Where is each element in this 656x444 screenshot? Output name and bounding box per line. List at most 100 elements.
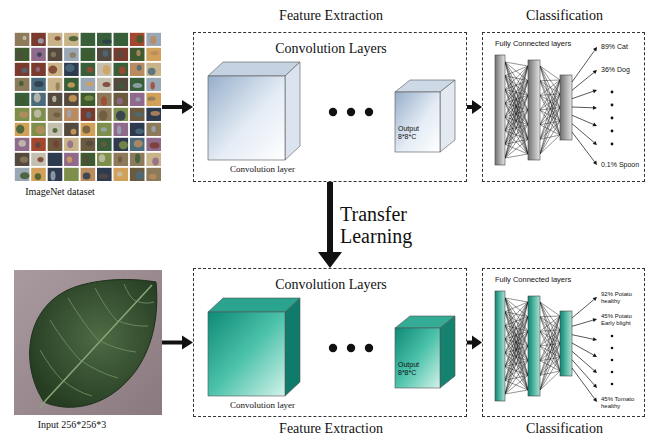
thumbnail-subject	[118, 156, 122, 162]
vertical-dot	[611, 91, 614, 94]
thumbnail	[97, 93, 112, 106]
thumbnail	[81, 78, 96, 91]
output-arrow	[572, 73, 594, 91]
fc-link	[505, 66, 528, 103]
arrowhead	[472, 336, 482, 350]
thumbnail-subject	[20, 156, 28, 162]
thumbnail	[15, 123, 30, 136]
arrowhead	[318, 252, 342, 268]
class-score: 89% Cat	[601, 43, 643, 51]
thumbnail-subject	[134, 112, 143, 116]
fc-link	[540, 316, 560, 390]
fully-connected-net	[495, 47, 597, 165]
output-arrow	[572, 115, 593, 124]
thumbnail	[97, 108, 112, 121]
thumbnail	[97, 123, 112, 136]
thumbnail-subject	[135, 153, 140, 163]
fc-link	[540, 135, 560, 139]
thumbnail-subject	[48, 65, 57, 73]
vertical-dot	[611, 130, 614, 133]
thumbnail-subject	[65, 64, 74, 72]
arrowhead	[182, 336, 193, 350]
thumbnail	[81, 33, 96, 46]
thumbnail	[146, 108, 161, 121]
thumbnail-ground	[14, 32, 162, 182]
fc-link	[540, 66, 560, 121]
thumbnail-subject	[51, 156, 55, 162]
flow-arrow	[162, 100, 193, 114]
thumbnail-subject	[68, 82, 75, 87]
fc-link	[540, 330, 560, 390]
fc-link	[505, 81, 528, 158]
thumbnail	[81, 153, 96, 166]
thumbnail-subject	[21, 68, 27, 73]
fc-link	[540, 108, 560, 155]
thumbnail-subject	[119, 66, 126, 74]
leaf-vein	[124, 284, 134, 300]
thumbnail-subject	[19, 81, 24, 86]
box-heading: Fully Connected layers	[495, 40, 595, 48]
thumbnail	[146, 168, 161, 181]
leaf-vein	[62, 380, 92, 396]
fc-link	[505, 298, 528, 302]
thumbnail	[64, 138, 79, 151]
thumbnail-subject	[72, 171, 77, 177]
cuboid-side	[440, 80, 455, 152]
thumbnail-subject	[151, 51, 159, 55]
section-heading: Classification	[483, 421, 646, 436]
flow-arrow	[467, 100, 482, 114]
thumbnail	[48, 138, 63, 151]
thumbnail-subject	[35, 142, 40, 148]
thumbnail-subject	[135, 97, 140, 101]
fc-link	[540, 94, 560, 154]
thumbnail-subject	[99, 174, 109, 179]
cuboid-front	[208, 312, 285, 396]
thumbnail	[81, 138, 96, 151]
output-arrowhead	[593, 47, 597, 51]
thumbnail	[31, 93, 46, 106]
thumbnail-subject	[99, 154, 105, 162]
thumbnail-subject	[101, 97, 107, 106]
class-score: 0.1% Spoon	[601, 161, 643, 169]
thumbnail	[130, 168, 145, 181]
fc-link	[505, 390, 528, 394]
thumbnail	[114, 33, 129, 46]
thumbnail	[48, 168, 63, 181]
ellipsis-dot	[329, 108, 337, 116]
output-arrowhead	[593, 398, 597, 402]
output-arrowhead	[593, 141, 597, 145]
thumbnail	[114, 153, 129, 166]
arrow-shaft	[327, 182, 333, 253]
classification-box: Fully Connected layersClassification	[482, 268, 645, 417]
output-arrow	[572, 50, 595, 82]
thumbnail-subject	[99, 111, 108, 121]
leaf-vein	[68, 298, 98, 340]
thumbnail-subject	[34, 81, 43, 87]
thumbnail-subject	[84, 38, 91, 43]
fc-layer-bar	[528, 60, 540, 160]
leaf-vein	[40, 350, 62, 380]
thumbnail-subject	[116, 111, 126, 121]
output-arrow	[572, 107, 593, 109]
ellipsis-dot	[347, 344, 355, 352]
fc-link	[540, 80, 560, 95]
output-arrowhead	[593, 106, 597, 110]
output-arrowhead	[593, 384, 597, 388]
thumbnail	[114, 78, 129, 91]
section-heading: Feature Extraction	[194, 421, 468, 436]
thumbnail	[64, 123, 79, 136]
image-caption: Input 256*256*3	[32, 419, 112, 430]
vertical-dot	[611, 335, 614, 338]
output-size: Output 8*8*C	[398, 361, 434, 376]
vertical-dot	[611, 143, 614, 146]
output-size: Output 8*8*C	[398, 125, 434, 140]
thumbnail	[97, 33, 112, 46]
thumbnail-subject	[16, 125, 24, 134]
fc-link	[505, 95, 528, 158]
cuboid-front	[395, 92, 440, 152]
thumbnail	[97, 78, 112, 91]
thumbnail-subject	[84, 155, 88, 164]
thumbnail-subject	[118, 83, 124, 89]
fc-layer-bar	[560, 75, 572, 140]
